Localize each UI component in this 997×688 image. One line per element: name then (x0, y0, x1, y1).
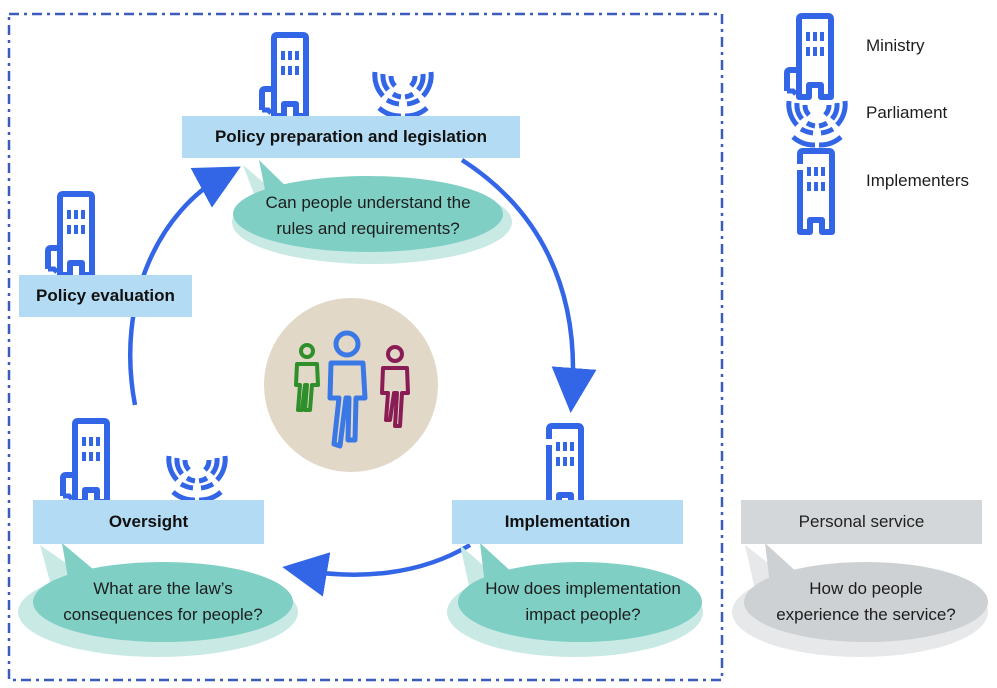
legend-label-implementers: Implementers (866, 171, 969, 190)
parliament-icon (375, 72, 431, 116)
stage-label-policy-evaluation: Policy evaluation (19, 275, 192, 317)
implementers-icon (549, 426, 581, 507)
arrow-oversight-to-prep (127, 166, 241, 406)
legend-label-parliament: Parliament (866, 103, 948, 122)
question-implementation: How does implementation impact people? (458, 576, 708, 628)
speech-bubble-prep (232, 160, 512, 264)
question-line: experience the service? (776, 605, 956, 624)
speech-bubble-personal-service (732, 543, 988, 657)
arrow-implementation-to-oversight (282, 543, 472, 597)
ministry-icon (262, 35, 306, 116)
ministry-icon (48, 194, 92, 275)
question-line: What are the law’s (93, 579, 233, 598)
question-personal-service: How do people experience the service? (741, 576, 991, 628)
legend-parliament-icon (789, 101, 845, 145)
stage-label-oversight: Oversight (33, 500, 264, 544)
question-oversight: What are the law’s consequences for peop… (38, 576, 288, 628)
question-prep: Can people understand the rules and requ… (238, 190, 498, 242)
ministry-icon (63, 421, 107, 502)
arrow-prep-to-implementation (460, 158, 597, 413)
question-line: rules and requirements? (276, 219, 460, 238)
speech-bubble-oversight (18, 543, 298, 657)
scope-frame (7, 12, 724, 682)
stage-label-implementation: Implementation (452, 500, 683, 544)
legend-label-ministry: Ministry (866, 36, 925, 55)
question-line: impact people? (525, 605, 641, 624)
stage-label-policy-preparation: Policy preparation and legislation (182, 116, 520, 158)
question-line: How do people (809, 579, 923, 598)
parliament-icon (169, 456, 225, 500)
legend-ministry-icon (787, 16, 831, 97)
legend-implementers-icon (800, 151, 832, 232)
speech-bubble-implementation (447, 543, 703, 657)
question-line: Can people understand the (265, 193, 471, 212)
question-line: How does implementation (485, 579, 681, 598)
question-line: consequences for people? (63, 605, 263, 624)
stage-label-personal-service: Personal service (741, 500, 982, 544)
people-group-icon (264, 298, 438, 472)
